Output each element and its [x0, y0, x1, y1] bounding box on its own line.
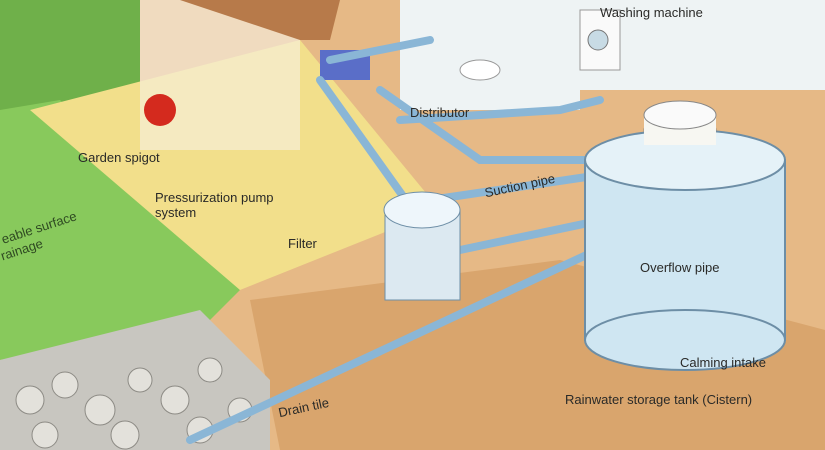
label-filter: Filter [288, 236, 317, 251]
label-garden-spigot: Garden spigot [78, 150, 160, 165]
label-calming-intake: Calming intake [680, 355, 766, 370]
drain-tile-pipe [186, 226, 644, 444]
label-distributor: Distributor [410, 105, 470, 120]
grass-lawn [0, 100, 240, 360]
cistern-lid [643, 100, 717, 130]
watering-can [144, 94, 176, 126]
label-washing-machine: Washing machine [600, 5, 703, 20]
laundry-room [580, 0, 825, 90]
label-pump-line1: Pressurization pump [155, 190, 274, 205]
label-storage-tank: Rainwater storage tank (Cistern) [565, 392, 753, 407]
grass-top [0, 0, 140, 110]
label-pump-line2: system [155, 205, 197, 220]
toilet [459, 59, 501, 81]
bathroom [400, 0, 580, 110]
label-overflow-pipe: Overflow pipe [640, 260, 720, 275]
roof [180, 0, 340, 40]
